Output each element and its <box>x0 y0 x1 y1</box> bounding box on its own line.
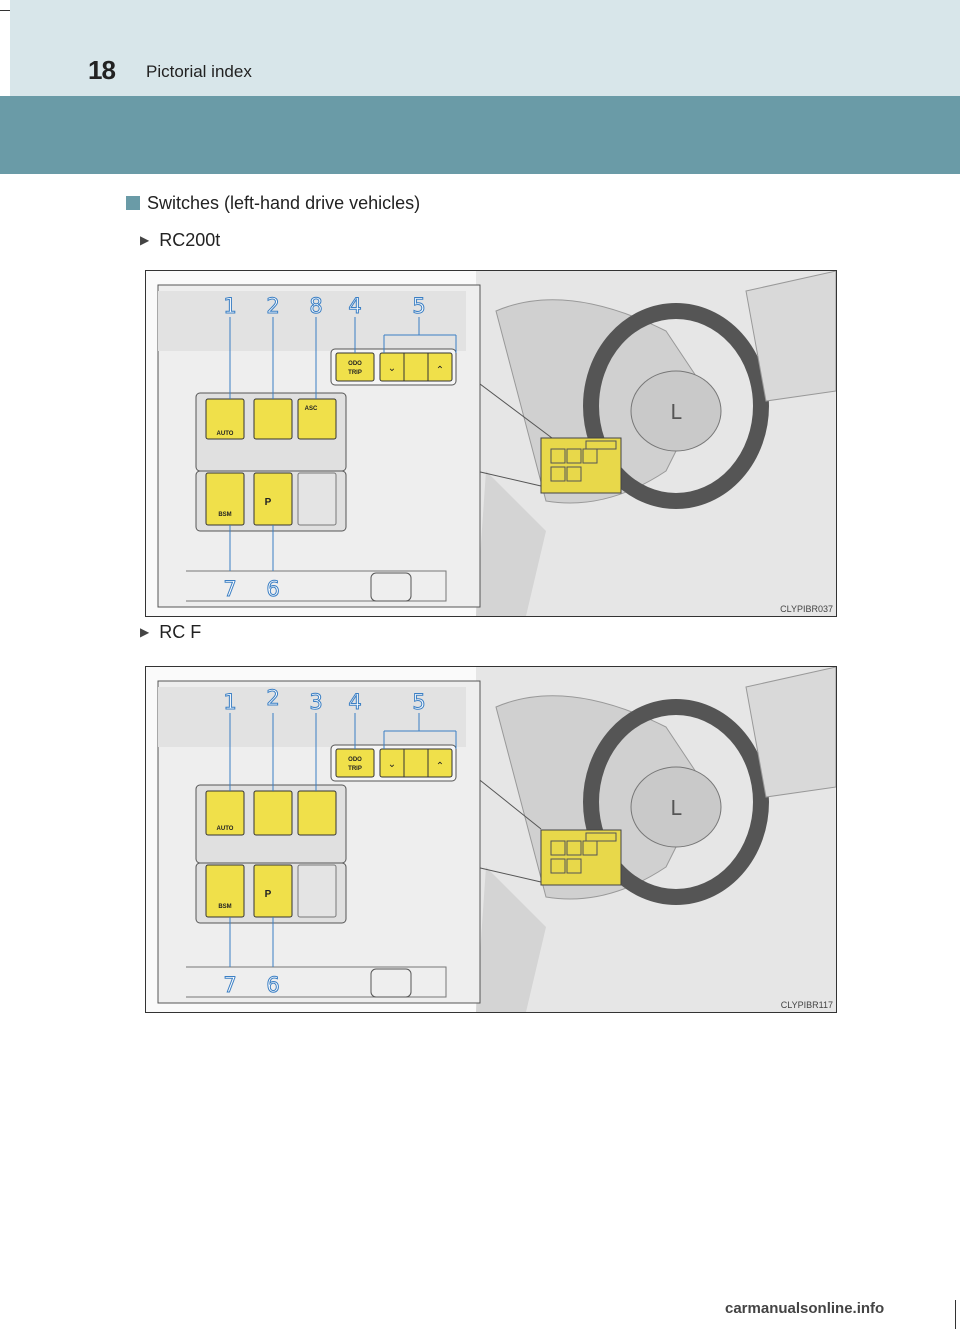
switch-diagram: L ODO TRIP ⌄ ⌃ AUTO ASC BSM P <box>157 271 836 616</box>
switch-figure-rc200t: L ODO TRIP ⌄ ⌃ AUTO ASC BSM P <box>145 270 837 617</box>
section-marker <box>126 196 140 210</box>
variant-text: RC F <box>159 622 202 642</box>
crop-mark-top-left-h <box>0 10 16 11</box>
callout-7: 7 <box>223 577 236 601</box>
callout-3: 3 <box>309 690 322 714</box>
parking-label: P <box>265 889 272 900</box>
bullet-arrow-icon: ▶ <box>140 233 150 247</box>
trip-label: TRIP <box>348 766 362 772</box>
page-title: Pictorial index <box>146 62 252 81</box>
svg-text:⌄: ⌄ <box>388 759 396 770</box>
trip-label: TRIP <box>348 370 362 376</box>
header-band <box>10 0 960 96</box>
crop-mark-bottom-right-v <box>955 1300 956 1329</box>
callout-6: 6 <box>266 577 279 601</box>
bsm-label: BSM <box>218 512 231 518</box>
callout-2: 2 <box>266 686 279 710</box>
odo-label: ODO <box>348 757 362 763</box>
image-code: CLYPIBR117 <box>780 1000 833 1010</box>
callout-5: 5 <box>412 294 425 318</box>
callout-8: 8 <box>309 294 322 318</box>
svg-text:L: L <box>670 796 682 820</box>
svg-text:L: L <box>670 400 682 424</box>
svg-text:⌃: ⌃ <box>436 761 444 772</box>
asc-label: ASC <box>305 406 318 412</box>
image-code: CLYPIBR037 <box>780 604 833 614</box>
callout-1: 1 <box>223 690 236 714</box>
callout-1: 1 <box>223 294 236 318</box>
header-bar <box>0 96 960 174</box>
footer-watermark: carmanualsonline.info <box>725 1300 885 1317</box>
auto-label: AUTO <box>217 431 234 437</box>
variant-label-rcf: ▶ RC F <box>140 622 201 643</box>
bsm-label: BSM <box>218 904 231 910</box>
parking-label: P <box>265 497 272 508</box>
callout-6: 6 <box>266 973 279 997</box>
callout-7: 7 <box>223 973 236 997</box>
section-title: Switches (left-hand drive vehicles) <box>147 193 421 213</box>
svg-text:⌃: ⌃ <box>436 365 444 376</box>
auto-label: AUTO <box>217 826 234 832</box>
callout-5: 5 <box>412 690 425 714</box>
bullet-arrow-icon: ▶ <box>140 625 150 639</box>
callout-4: 4 <box>348 690 361 714</box>
switch-figure-rcf: L ODO TRIP ⌄ ⌃ AUTO BSM P <box>145 666 837 1013</box>
variant-text: RC200t <box>159 230 221 250</box>
page-number: 18 <box>88 55 116 85</box>
switch-diagram: L ODO TRIP ⌄ ⌃ AUTO BSM P <box>157 667 836 1012</box>
svg-text:⌄: ⌄ <box>388 363 396 374</box>
variant-label-rc200t: ▶ RC200t <box>140 230 220 251</box>
callout-4: 4 <box>348 294 361 318</box>
odo-label: ODO <box>348 361 362 367</box>
callout-2: 2 <box>266 294 279 318</box>
